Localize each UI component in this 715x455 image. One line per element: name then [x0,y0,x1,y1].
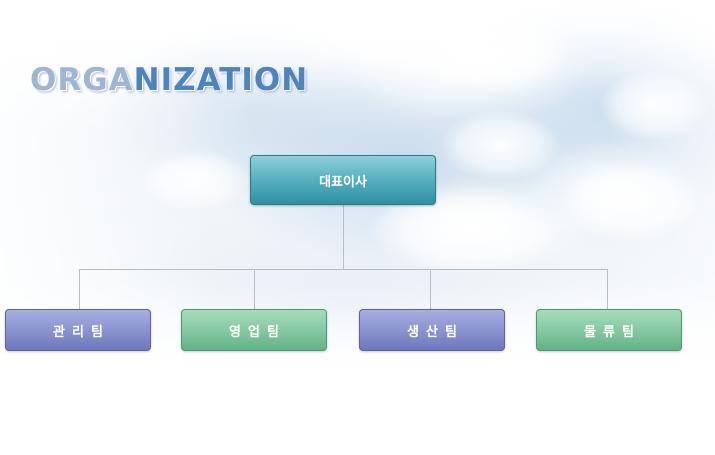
node-team-logistics-label: 물류팀 [584,324,641,340]
node-ceo-label: 대표이사 [319,174,367,190]
node-team-sales: 영업팀 [181,309,327,351]
node-ceo: 대표이사 [250,155,436,205]
node-team-sales-label: 영업팀 [229,324,286,340]
node-team-management-label: 관리팀 [53,324,110,340]
node-team-logistics: 물류팀 [536,309,682,351]
node-team-production-label: 생산팀 [407,324,464,340]
node-team-management: 관리팀 [5,309,151,351]
title-part-2: NIZATION [133,62,309,98]
node-team-production: 생산팀 [359,309,505,351]
page-title: ORGANIZATION [30,62,308,98]
title-part-1: ORGA [30,62,134,98]
